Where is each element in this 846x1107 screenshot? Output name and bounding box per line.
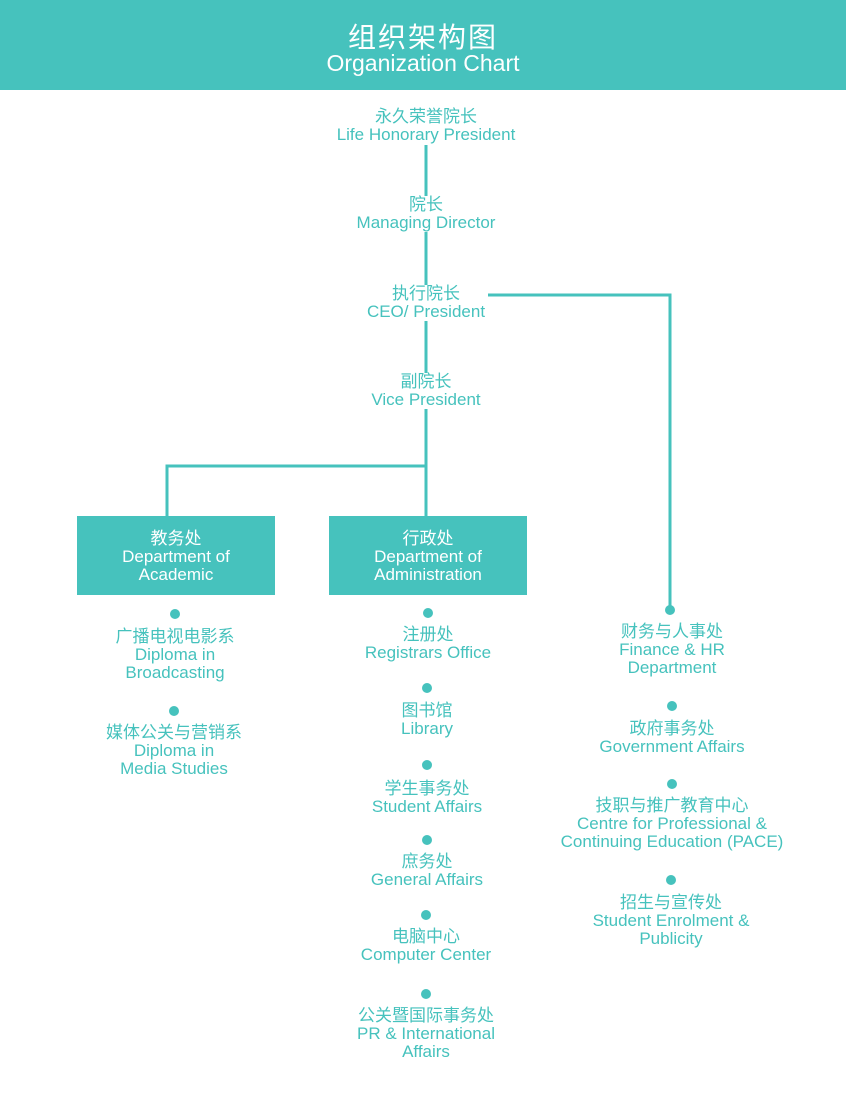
unit-label-zh: 技职与推广教育中心 (595, 796, 749, 815)
bullet-dot (169, 706, 179, 716)
unit-label-zh: 广播电视电影系 (115, 627, 235, 646)
role-ceo-president: 执行院长 CEO/ President (364, 285, 488, 321)
dept-label-zh: 行政处 (402, 529, 454, 548)
dept-label-en-line2: Academic (138, 565, 214, 584)
unit-computer-center: 电脑中心 Computer Center (296, 928, 556, 964)
unit-label-en: Student Affairs (371, 797, 483, 816)
dept-label-en-line1: Department of (122, 547, 230, 566)
bullet-dot (666, 875, 676, 885)
dept-administration-box: 行政处 Department of Administration (329, 516, 527, 595)
unit-label-en: Department (627, 658, 717, 677)
bullet-dot (421, 910, 431, 920)
title-en: Organization Chart (326, 50, 520, 76)
bullet-dot (667, 701, 677, 711)
unit-registrars-office: 注册处 Registrars Office (298, 626, 558, 662)
unit-label-en: Centre for Professional & (577, 814, 767, 833)
role-label-en: Vice President (371, 390, 481, 409)
role-label-zh: 院长 (409, 195, 443, 214)
bullet-dot (667, 779, 677, 789)
bullet-dot (170, 609, 180, 619)
unit-library: 图书馆 Library (297, 702, 557, 738)
unit-label-en: Computer Center (360, 945, 492, 964)
unit-label-en: Diploma in (133, 741, 215, 760)
unit-label-en: Affairs (402, 1042, 450, 1061)
role-life-honorary-president: 永久荣誉院长 Life Honorary President (316, 108, 536, 144)
unit-broadcasting: 广播电视电影系 Diploma in Broadcasting (45, 628, 305, 682)
unit-label-zh: 电脑中心 (392, 927, 460, 946)
bullet-dot (421, 989, 431, 999)
unit-media-studies: 媒体公关与营销系 Diploma in Media Studies (44, 724, 304, 778)
unit-finance-hr: 财务与人事处 Finance & HR Department (542, 623, 802, 677)
unit-label-en: Student Enrolment & (592, 911, 750, 930)
chart-header: 组织架构图 Organization Chart (0, 0, 846, 90)
unit-label-en: Registrars Office (364, 643, 492, 662)
bullet-dot (423, 608, 433, 618)
unit-label-en: Government Affairs (599, 737, 745, 756)
role-label-zh: 执行院长 (392, 284, 460, 303)
bullet-dot (422, 760, 432, 770)
unit-label-en: Diploma in (134, 645, 216, 664)
role-managing-director: 院长 Managing Director (316, 196, 536, 232)
role-label-en: Managing Director (356, 213, 496, 232)
unit-student-affairs: 学生事务处 Student Affairs (297, 780, 557, 816)
unit-label-zh: 招生与宣传处 (620, 893, 722, 912)
unit-label-en: Publicity (639, 929, 703, 948)
role-vice-president: 副院长 Vice President (364, 373, 488, 409)
unit-label-en: PR & International (357, 1024, 495, 1043)
dept-label-en-line1: Department of (374, 547, 482, 566)
unit-label-en: Broadcasting (125, 663, 225, 682)
unit-label-zh: 学生事务处 (384, 779, 470, 798)
dept-label-en-line2: Administration (374, 565, 482, 584)
unit-label-en: General Affairs (370, 870, 484, 889)
unit-pr-international: 公关暨国际事务处 PR & International Affairs (296, 1007, 556, 1061)
unit-government-affairs: 政府事务处 Government Affairs (542, 720, 802, 756)
unit-pace: 技职与推广教育中心 Centre for Professional & Cont… (522, 797, 822, 851)
role-label-en: CEO/ President (366, 302, 486, 321)
connector-ceo-branch (479, 293, 672, 610)
dept-label-zh: 教务处 (150, 529, 202, 548)
unit-student-enrolment: 招生与宣传处 Student Enrolment & Publicity (541, 894, 801, 948)
bullet-dot (422, 835, 432, 845)
bullet-dot (422, 683, 432, 693)
unit-label-zh: 庶务处 (401, 852, 453, 871)
unit-label-zh: 图书馆 (401, 701, 453, 720)
unit-label-zh: 政府事务处 (629, 719, 715, 738)
connector-ceo-end-dot (665, 605, 675, 615)
dept-academic-box: 教务处 Department of Academic (77, 516, 275, 595)
unit-label-zh: 媒体公关与营销系 (106, 723, 242, 742)
unit-general-affairs: 庶务处 General Affairs (297, 853, 557, 889)
unit-label-zh: 公关暨国际事务处 (358, 1006, 494, 1025)
role-label-zh: 永久荣誉院长 (375, 107, 477, 126)
unit-label-en: Media Studies (120, 759, 228, 778)
unit-label-zh: 财务与人事处 (621, 622, 723, 641)
role-label-en: Life Honorary President (336, 125, 516, 144)
unit-label-en: Continuing Education (PACE) (560, 832, 784, 851)
unit-label-en: Finance & HR (619, 640, 725, 659)
role-label-zh: 副院长 (400, 372, 452, 391)
title-zh: 组织架构图 (347, 22, 498, 53)
unit-label-zh: 注册处 (402, 625, 454, 644)
connector-academic-branch (165, 464, 426, 516)
unit-label-en: Library (401, 719, 453, 738)
